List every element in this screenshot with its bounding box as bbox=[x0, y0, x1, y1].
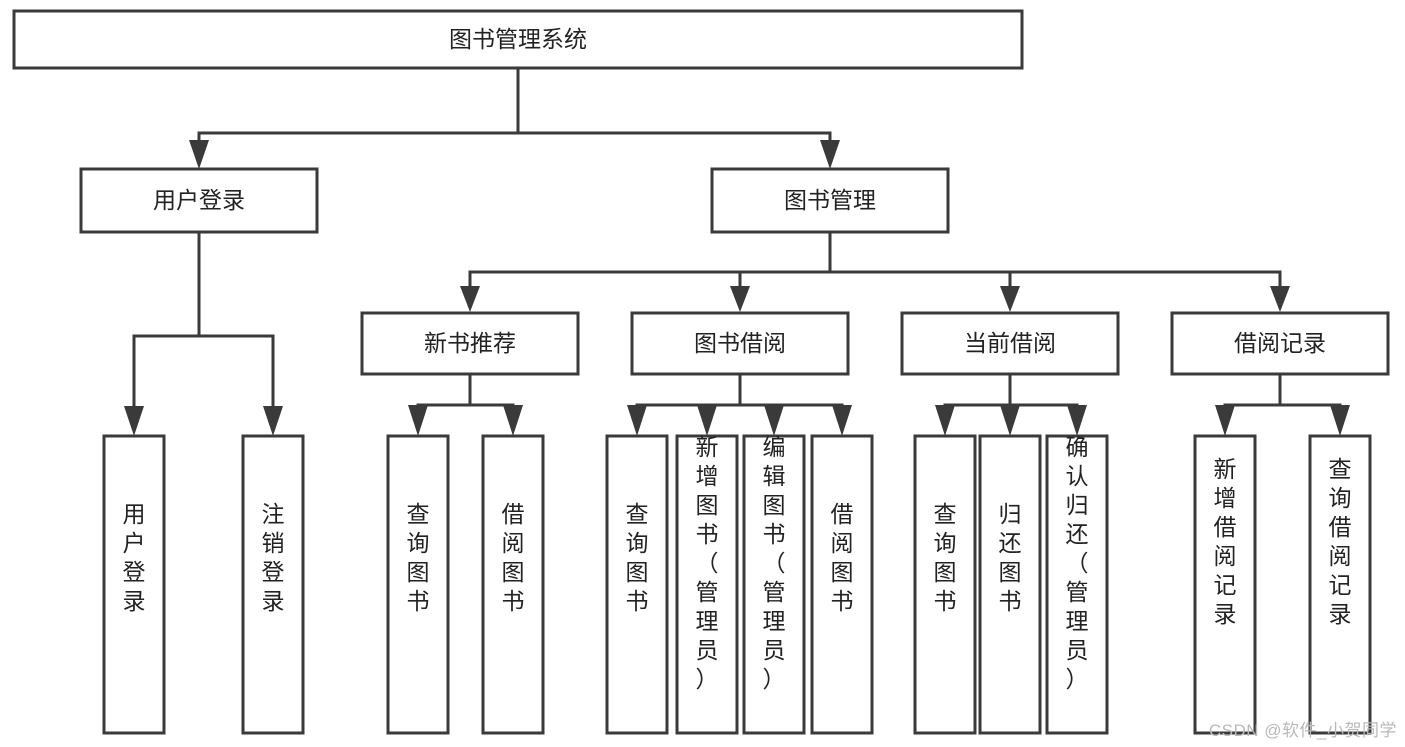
leaf-return-book-label: 归还图书 bbox=[999, 501, 1022, 614]
node-root[interactable]: 图书管理系统 bbox=[12, 9, 1024, 70]
leaf-query-record-label: 查询借阅记录 bbox=[1329, 456, 1352, 627]
node-book-borrow-label: 图书借阅 bbox=[694, 330, 786, 356]
leaf-confirm-return-box[interactable] bbox=[1045, 434, 1109, 735]
arrow-head-leaf-add-record bbox=[1215, 405, 1235, 436]
leaf-add-book-label: 新增图书（管理员） bbox=[696, 434, 719, 692]
leaf-query-book-1-box[interactable] bbox=[386, 434, 450, 735]
leaf-query-book-1[interactable]: 查询图书 bbox=[386, 434, 450, 735]
node-book-borrow[interactable]: 图书借阅 bbox=[630, 311, 850, 376]
arrow-head-leaf-query-book-3 bbox=[935, 405, 955, 436]
leaf-add-record[interactable]: 新增借阅记录 bbox=[1193, 434, 1257, 735]
leaf-query-book-2-label: 查询图书 bbox=[626, 501, 649, 614]
leaf-user-login-label: 用户登录 bbox=[123, 501, 146, 614]
arrow-head-new-book-recommend bbox=[460, 286, 480, 312]
leaf-logout-login-label: 注销登录 bbox=[262, 501, 285, 614]
arrow-head-book-management bbox=[820, 140, 840, 169]
leaf-query-book-3[interactable]: 查询图书 bbox=[913, 434, 977, 735]
node-borrow-record-label: 借阅记录 bbox=[1234, 330, 1326, 356]
leaf-user-login-box[interactable] bbox=[102, 434, 166, 735]
leaf-add-book[interactable]: 新增图书（管理员） bbox=[675, 434, 739, 735]
leaf-query-book-3-box[interactable] bbox=[913, 434, 977, 735]
node-new-book-recommend-label: 新书推荐 bbox=[424, 330, 516, 356]
node-borrow-record[interactable]: 借阅记录 bbox=[1170, 311, 1390, 376]
arrow-head-leaf-query-record bbox=[1330, 405, 1350, 436]
arrow-head-leaf-borrow-book-1 bbox=[503, 405, 523, 436]
leaf-edit-book-label: 编辑图书（管理员） bbox=[763, 434, 786, 692]
leaf-query-book-2-box[interactable] bbox=[605, 434, 669, 735]
leaf-return-book-box[interactable] bbox=[978, 434, 1042, 735]
node-book-borrow-box[interactable] bbox=[630, 311, 850, 376]
node-root-box[interactable] bbox=[12, 9, 1024, 70]
leaf-borrow-book-2[interactable]: 借阅图书 bbox=[810, 434, 874, 735]
leaf-edit-book-box[interactable] bbox=[742, 434, 806, 735]
node-root-label: 图书管理系统 bbox=[449, 26, 587, 52]
arrow-head-user-login bbox=[189, 140, 209, 169]
arrow-head-leaf-query-book-1 bbox=[408, 405, 428, 436]
leaf-return-book[interactable]: 归还图书 bbox=[978, 434, 1042, 735]
leaf-borrow-book-1-label: 借阅图书 bbox=[502, 501, 525, 614]
leaf-query-book-3-label: 查询图书 bbox=[934, 501, 957, 614]
arrow-head-book-borrow bbox=[730, 286, 750, 312]
arrow-head-borrow-record bbox=[1270, 286, 1290, 312]
node-current-borrow[interactable]: 当前借阅 bbox=[900, 311, 1120, 376]
connectors-layer bbox=[124, 66, 1350, 436]
arrow-head-leaf-logout-login bbox=[263, 406, 283, 436]
arrow-head-leaf-return-book bbox=[1000, 405, 1020, 436]
leaf-borrow-book-1-box[interactable] bbox=[481, 434, 545, 735]
node-user-login[interactable]: 用户登录 bbox=[79, 167, 319, 234]
arrow-head-leaf-edit-book bbox=[764, 405, 784, 436]
leaf-add-book-box[interactable] bbox=[675, 434, 739, 735]
node-book-management-label: 图书管理 bbox=[784, 187, 876, 213]
arrow-head-current-borrow bbox=[1000, 286, 1020, 312]
leaf-logout-login-box[interactable] bbox=[241, 434, 305, 735]
node-new-book-recommend[interactable]: 新书推荐 bbox=[360, 311, 580, 376]
leaf-confirm-return-label: 确认归还（管理员） bbox=[1066, 434, 1089, 692]
leaf-logout-login[interactable]: 注销登录 bbox=[241, 434, 305, 735]
arrow-head-leaf-borrow-book-2 bbox=[832, 405, 852, 436]
node-current-borrow-label: 当前借阅 bbox=[964, 330, 1056, 356]
arrow-head-leaf-confirm-return bbox=[1067, 405, 1087, 436]
leaf-add-record-box[interactable] bbox=[1193, 434, 1257, 735]
arrow-head-leaf-user-login bbox=[124, 406, 144, 436]
node-book-management-box[interactable] bbox=[710, 167, 950, 234]
leaf-query-book-2[interactable]: 查询图书 bbox=[605, 434, 669, 735]
arrow-head-leaf-add-book bbox=[697, 405, 717, 436]
leaf-user-login[interactable]: 用户登录 bbox=[102, 434, 166, 735]
leaf-add-record-label: 新增借阅记录 bbox=[1214, 456, 1237, 627]
node-current-borrow-box[interactable] bbox=[900, 311, 1120, 376]
leaf-confirm-return[interactable]: 确认归还（管理员） bbox=[1045, 434, 1109, 735]
leaf-query-book-1-label: 查询图书 bbox=[407, 501, 430, 614]
node-user-login-box[interactable] bbox=[79, 167, 319, 234]
arrow-head-leaf-query-book-2 bbox=[627, 405, 647, 436]
node-book-management[interactable]: 图书管理 bbox=[710, 167, 950, 234]
leaf-edit-book[interactable]: 编辑图书（管理员） bbox=[742, 434, 806, 735]
leaf-borrow-book-1[interactable]: 借阅图书 bbox=[481, 434, 545, 735]
leaf-query-record-box[interactable] bbox=[1308, 434, 1372, 735]
leaf-borrow-book-2-box[interactable] bbox=[810, 434, 874, 735]
node-new-book-recommend-box[interactable] bbox=[360, 311, 580, 376]
leaf-query-record[interactable]: 查询借阅记录 bbox=[1308, 434, 1372, 735]
leaf-borrow-book-2-label: 借阅图书 bbox=[831, 501, 854, 614]
node-borrow-record-box[interactable] bbox=[1170, 311, 1390, 376]
node-user-login-label: 用户登录 bbox=[153, 187, 245, 213]
